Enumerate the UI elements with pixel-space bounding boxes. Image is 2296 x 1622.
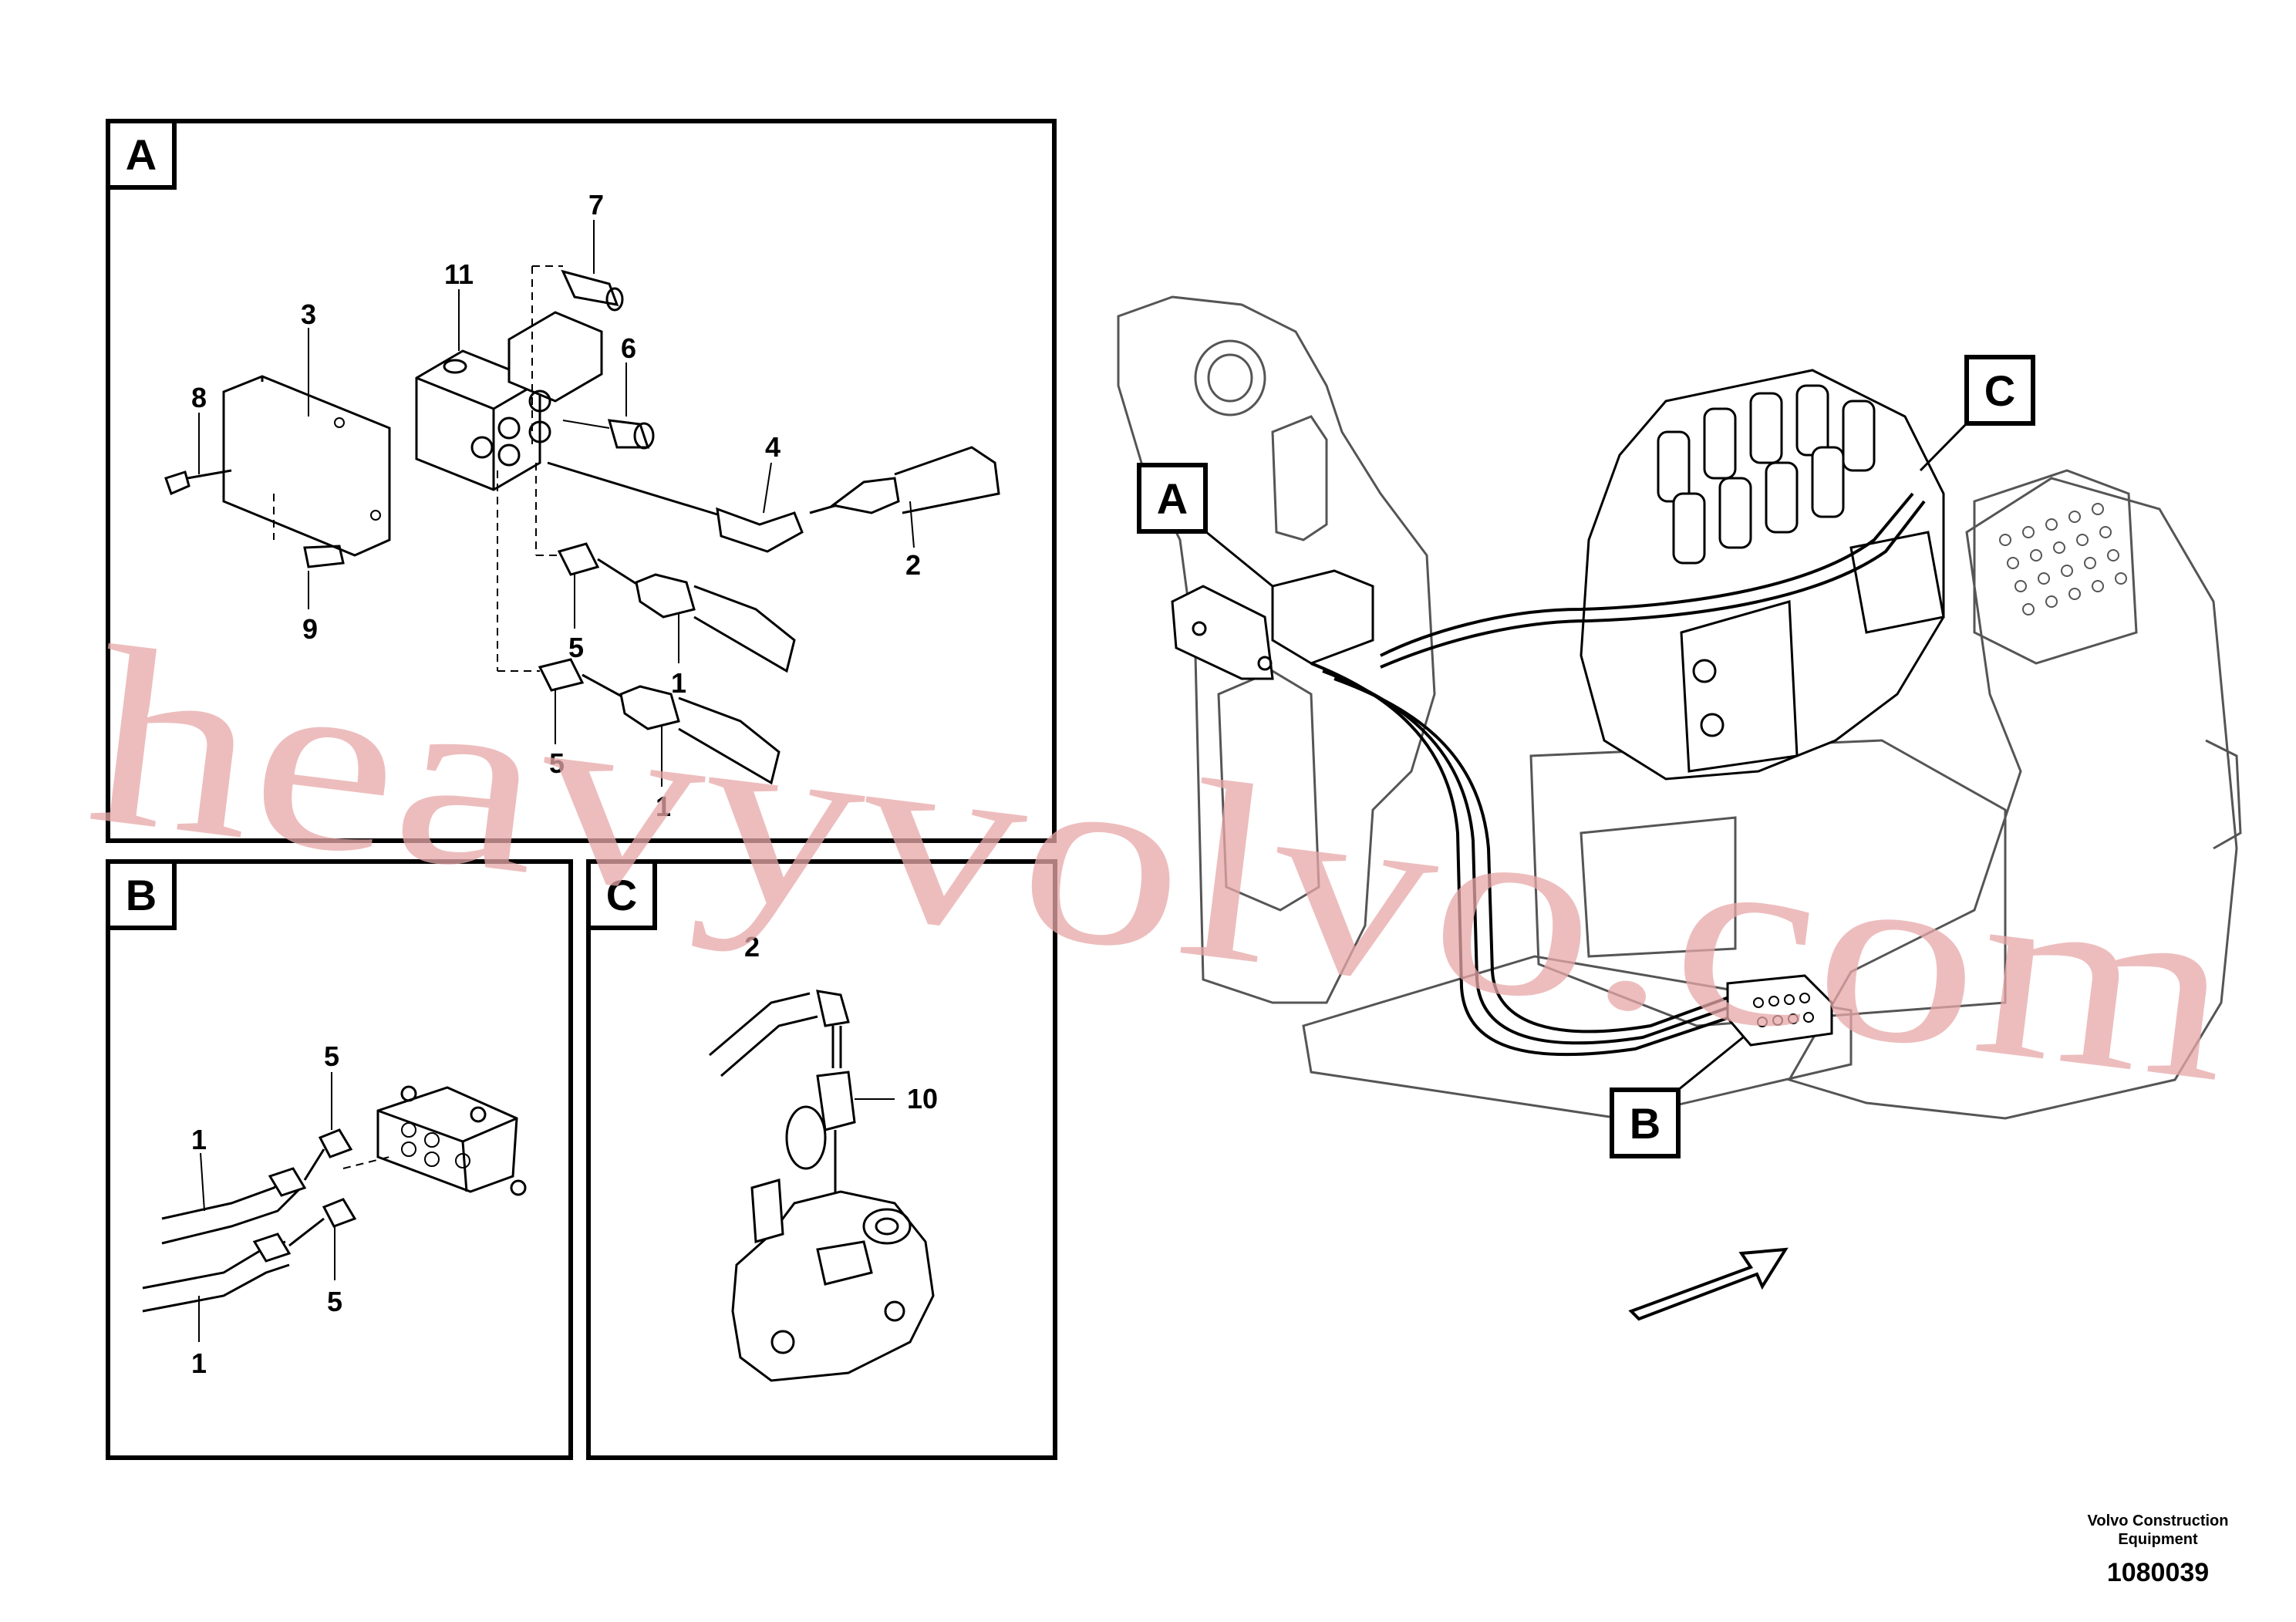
detail-panel-c: C 2 10 <box>586 859 1057 1460</box>
panel-a-letter: A <box>126 130 157 179</box>
callout-b-box <box>1610 1088 1681 1158</box>
part-label-1-d: 1 <box>191 1347 207 1379</box>
machine-overview: A C B <box>1117 295 2242 1321</box>
part-label-5-b: 5 <box>549 747 565 779</box>
callout-a-box <box>1137 463 1208 534</box>
part-label-2-c: 2 <box>744 931 760 963</box>
part-label-2: 2 <box>905 549 921 581</box>
part-label-5-c: 5 <box>324 1040 339 1072</box>
panel-b-letter: B <box>126 871 157 919</box>
company-credit-line2: Equipment <box>2118 1531 2198 1548</box>
part-label-3: 3 <box>301 298 316 330</box>
document-number: 1080039 <box>2107 1558 2209 1587</box>
part-label-4: 4 <box>765 431 781 463</box>
detail-panel-a: A <box>106 119 1057 843</box>
callout-a-letter: A <box>1157 474 1188 523</box>
panel-b-label-box <box>106 859 177 930</box>
callout-b-letter: B <box>1630 1099 1660 1148</box>
part-label-1-a: 1 <box>671 667 686 699</box>
part-label-6: 6 <box>621 332 636 364</box>
callout-c-letter: C <box>1984 366 2015 415</box>
direction-arrow-icon <box>1628 1247 1789 1321</box>
company-credit-line1: Volvo Construction <box>2088 1512 2229 1529</box>
part-label-1-c: 1 <box>191 1124 207 1155</box>
watermark-text: heavyvolvo.com <box>77 594 2247 1135</box>
part-label-10: 10 <box>907 1083 938 1114</box>
part-label-7: 7 <box>588 189 604 221</box>
part-label-5-a: 5 <box>568 632 584 663</box>
callout-c-box <box>1964 355 2035 426</box>
part-label-1-b: 1 <box>656 791 671 822</box>
panel-a-label-box <box>106 119 177 190</box>
part-label-11: 11 <box>444 258 474 290</box>
panel-c-letter: C <box>606 871 637 919</box>
part-label-5-d: 5 <box>327 1286 342 1317</box>
panel-c-label-box <box>586 859 657 930</box>
part-label-9: 9 <box>302 613 318 645</box>
part-label-8: 8 <box>191 382 207 413</box>
detail-panel-b: B 5 5 1 1 <box>106 859 573 1460</box>
